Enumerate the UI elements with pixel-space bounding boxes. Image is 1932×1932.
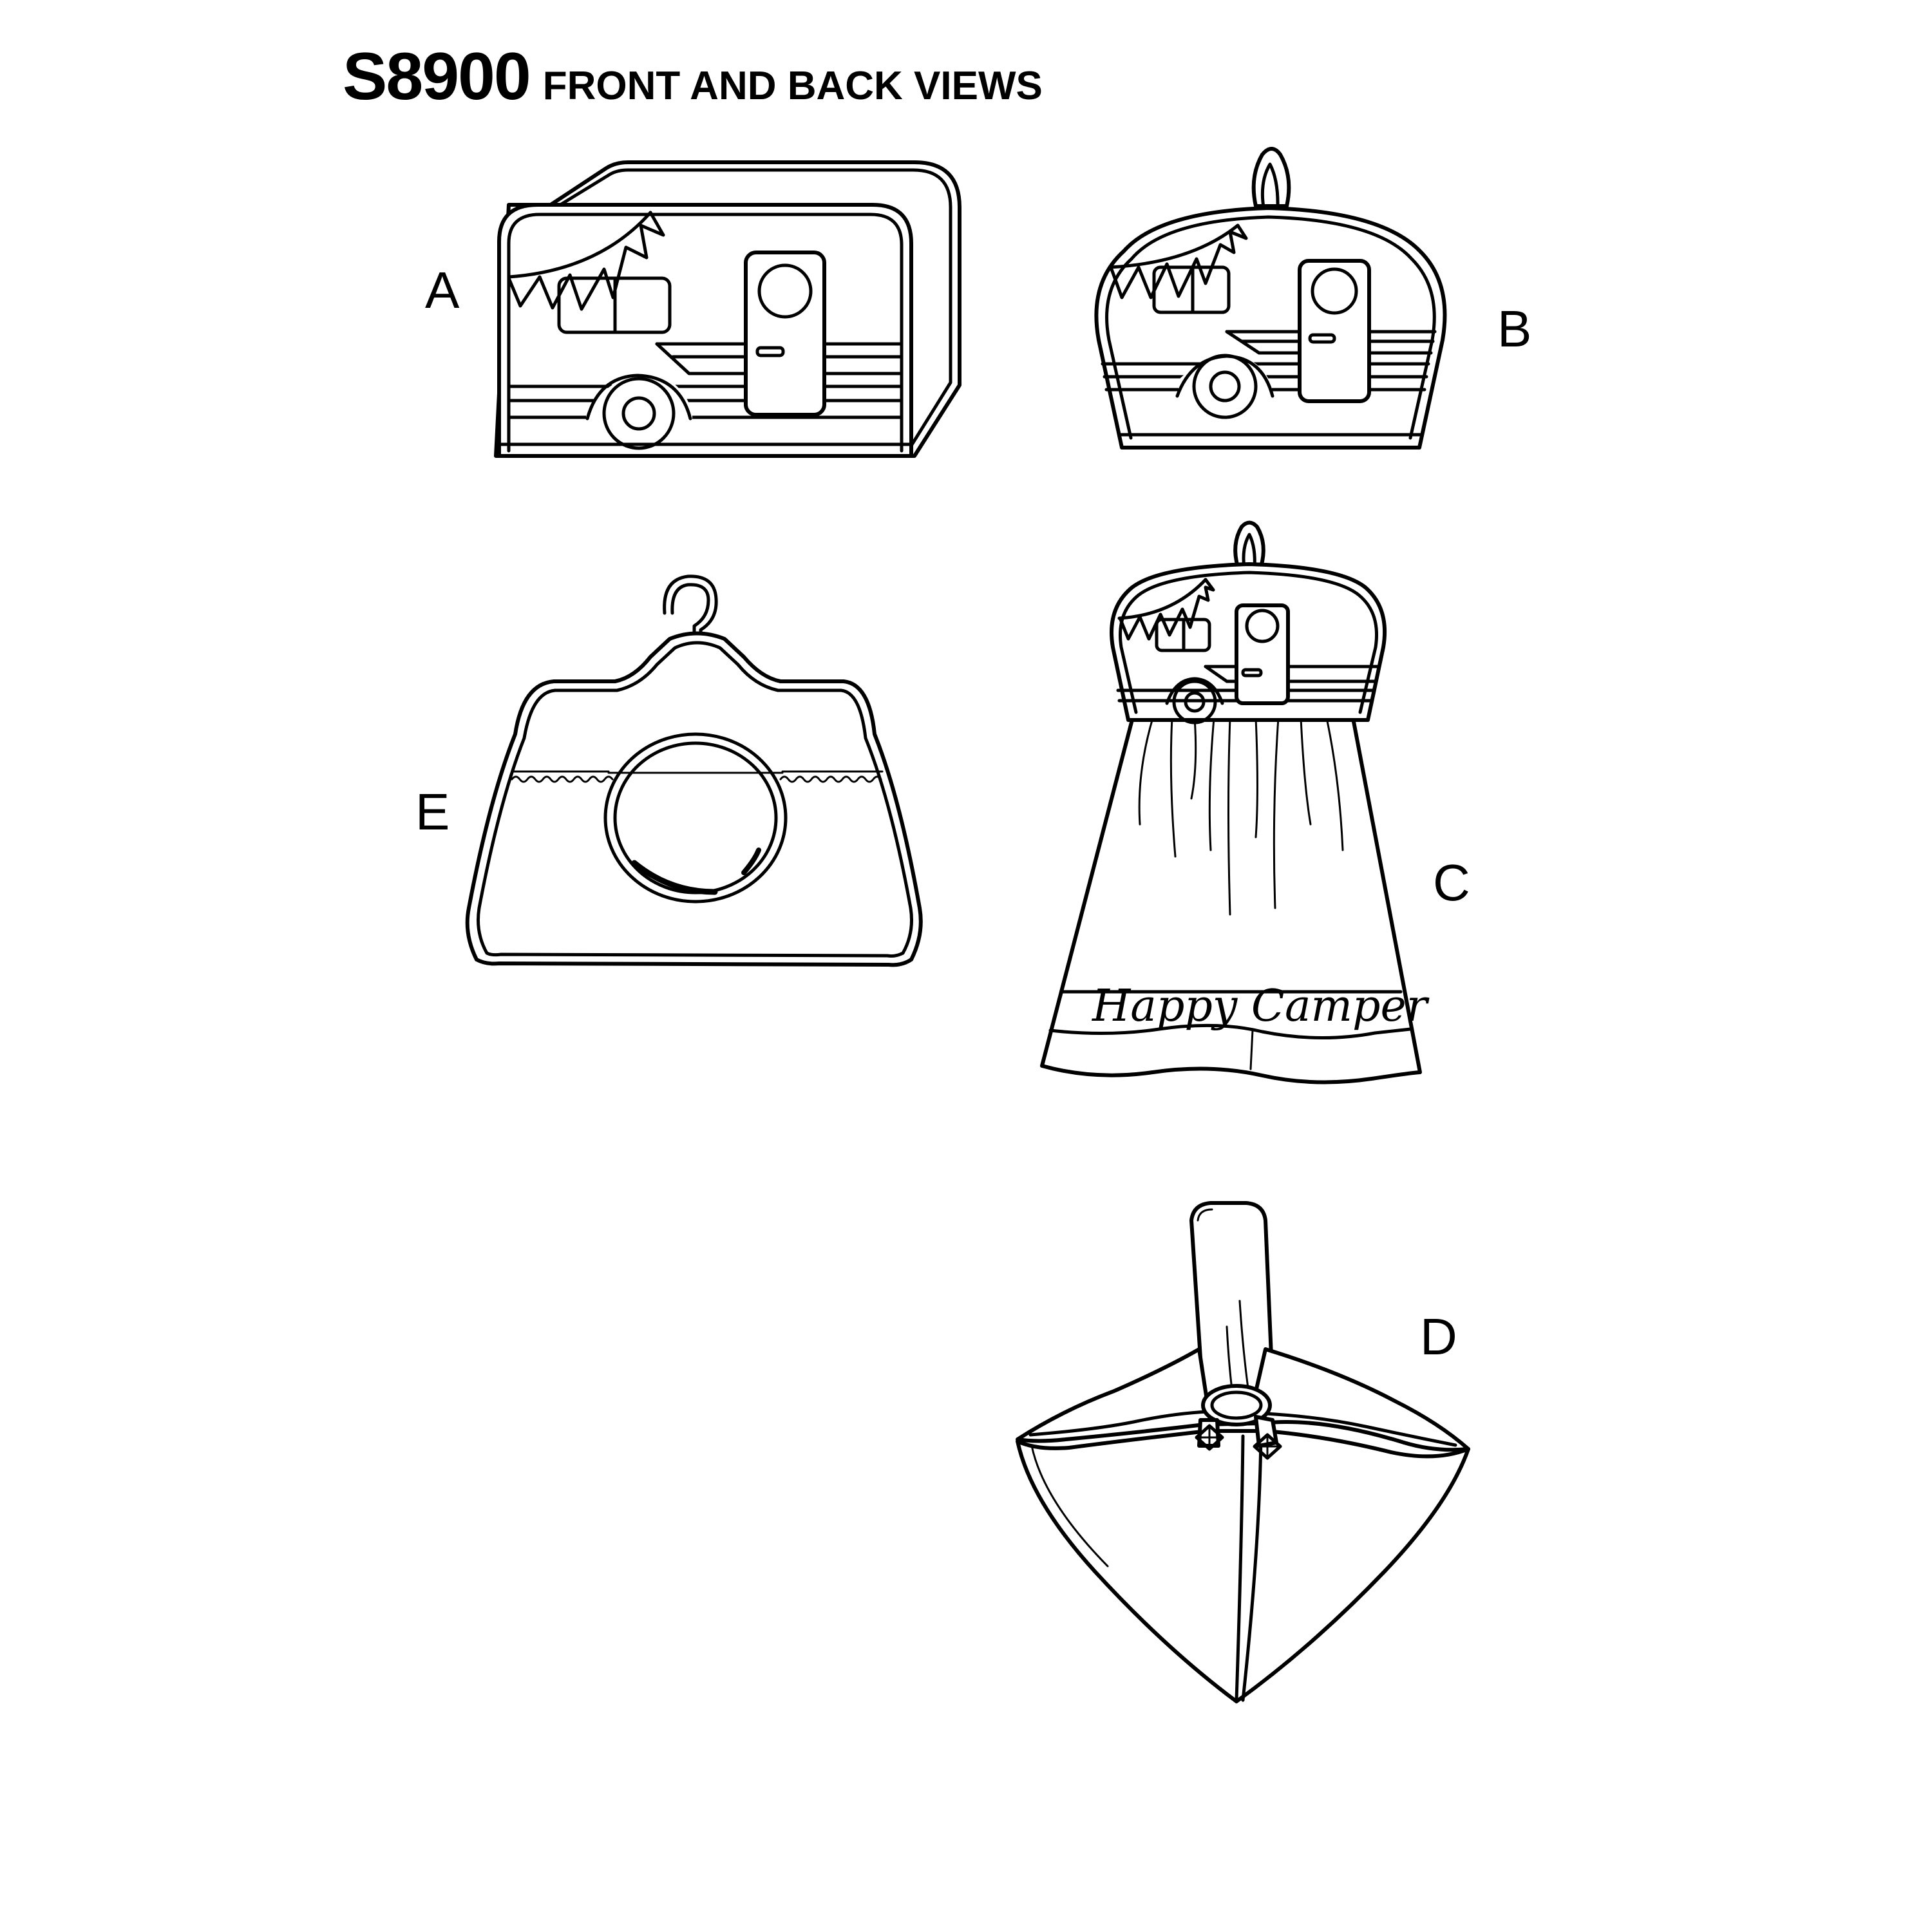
view-a-appliance-cover — [494, 160, 961, 458]
view-b-tea-cozy — [1094, 147, 1447, 450]
view-e-clothespin-bag — [465, 574, 923, 967]
view-d-casserole-carrier — [1016, 1201, 1470, 1703]
pattern-number: S8900 — [343, 39, 531, 114]
view-c-hanging-towel: Happy Camper — [1040, 520, 1430, 1084]
page-subtitle: FRONT AND BACK VIEWS — [542, 64, 1043, 108]
view-label-c: C — [1433, 854, 1470, 911]
view-label-a: A — [425, 261, 460, 319]
view-label-e: E — [415, 783, 450, 840]
view-label-d: D — [1420, 1308, 1457, 1365]
view-label-b: B — [1497, 300, 1532, 357]
happy-camper-embroidery: Happy Camper — [1091, 981, 1430, 1032]
